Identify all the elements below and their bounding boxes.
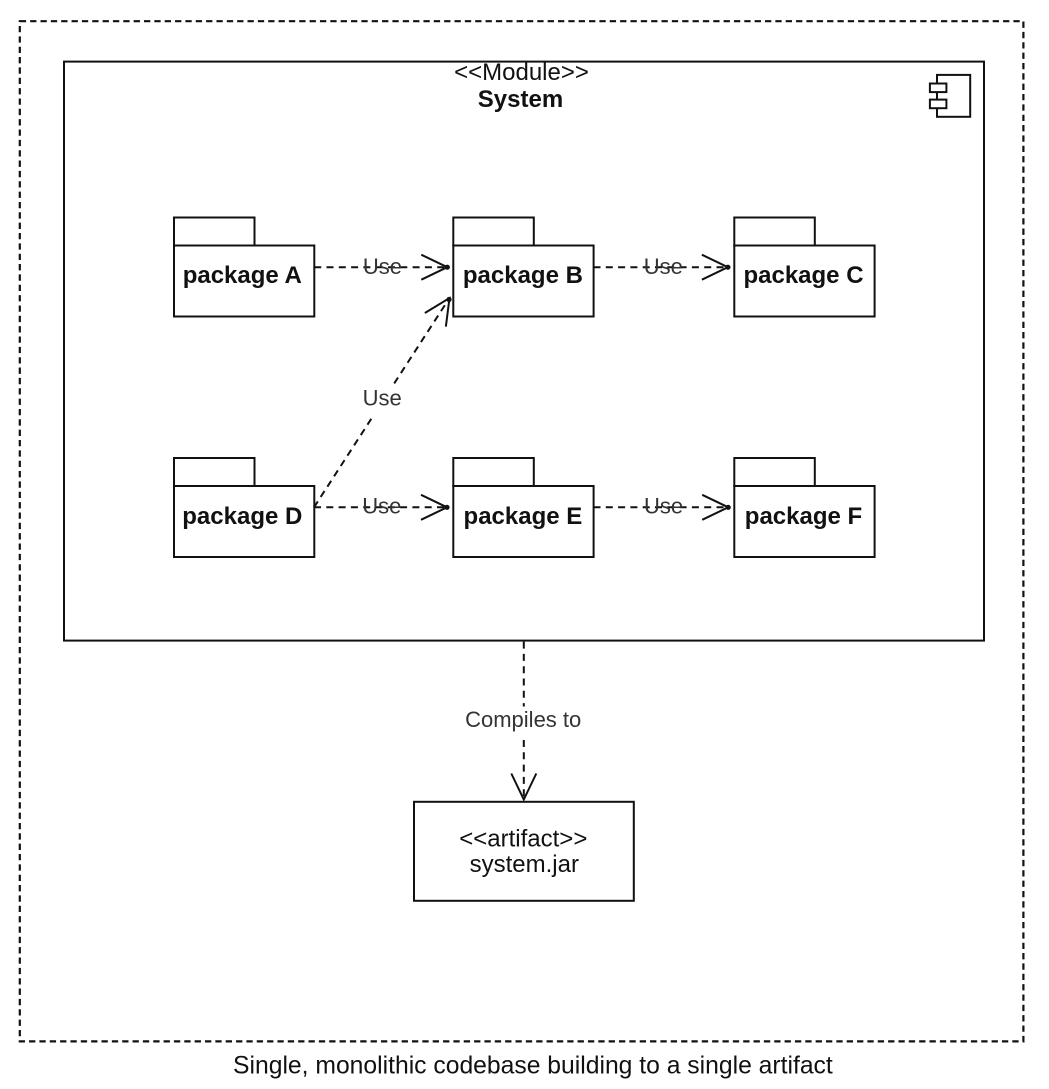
svg-text:Use: Use	[644, 254, 683, 279]
svg-text:package C: package C	[743, 262, 863, 289]
svg-text:package D: package D	[182, 503, 302, 530]
svg-text:package E: package E	[464, 503, 583, 530]
svg-text:Use: Use	[363, 386, 402, 411]
svg-text:<<artifact>>: <<artifact>>	[459, 826, 587, 853]
svg-text:package A: package A	[183, 262, 302, 289]
svg-text:package B: package B	[463, 262, 583, 289]
svg-text:System: System	[478, 86, 563, 113]
svg-text:Use: Use	[363, 254, 402, 279]
svg-text:Single, monolithic codebase bu: Single, monolithic codebase building to …	[233, 1053, 833, 1080]
svg-text:package F: package F	[745, 503, 862, 530]
svg-text:Use: Use	[644, 494, 683, 519]
svg-text:Compiles to: Compiles to	[465, 707, 581, 732]
svg-text:Use: Use	[362, 494, 401, 519]
svg-text:system.jar: system.jar	[470, 851, 579, 878]
svg-text:<<Module>>: <<Module>>	[454, 59, 589, 86]
